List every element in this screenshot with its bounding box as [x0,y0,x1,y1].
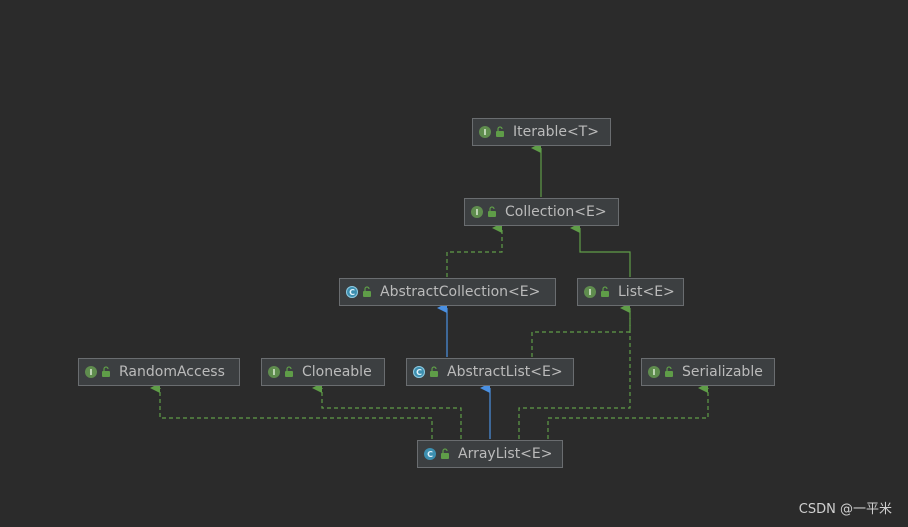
interface-icon: I [471,206,483,218]
node-label: Collection<E> [505,204,607,220]
lock-open-icon [488,206,496,217]
interface-icon: I [648,366,660,378]
node-label: Serializable [682,364,763,380]
watermark: CSDN @一平米 [798,502,892,517]
interface-icon: I [85,366,97,378]
node-abstract-list[interactable]: C AbstractList<E> [406,358,574,386]
node-label: ArrayList<E> [458,446,553,462]
interface-icon: I [268,366,280,378]
edge-arraylist-cloneable [312,383,462,439]
node-iterable[interactable]: I Iterable<T> [472,118,611,146]
node-label: Cloneable [302,364,372,380]
node-label: RandomAccess [119,364,225,380]
abstract-class-icon: C [413,366,425,378]
node-cloneable[interactable]: I Cloneable [261,358,385,386]
lock-open-icon [285,366,293,377]
lock-open-icon [441,448,449,459]
node-list[interactable]: I List<E> [577,278,684,306]
lock-open-icon [496,126,504,137]
edge-arraylist-serializable [547,383,709,439]
edge-abstractcollection-collection [446,223,503,277]
interface-icon: I [479,126,491,138]
edge-arraylist-randomaccess [150,383,433,439]
node-abstract-collection[interactable]: C AbstractCollection<E> [339,278,556,306]
node-label: AbstractCollection<E> [380,284,541,300]
node-serializable[interactable]: I Serializable [641,358,775,386]
edge-abstractlist-list [531,303,631,357]
node-label: List<E> [618,284,675,300]
edge-arraylist-list [518,308,631,439]
node-random-access[interactable]: I RandomAccess [78,358,240,386]
class-icon: C [424,448,436,460]
lock-open-icon [665,366,673,377]
lock-open-icon [601,286,609,297]
node-label: AbstractList<E> [447,364,563,380]
edge-list-collection [570,223,631,277]
abstract-class-icon: C [346,286,358,298]
node-collection[interactable]: I Collection<E> [464,198,619,226]
interface-icon: I [584,286,596,298]
node-array-list[interactable]: C ArrayList<E> [417,440,563,468]
lock-open-icon [363,286,371,297]
node-label: Iterable<T> [513,124,599,140]
lock-open-icon [430,366,438,377]
lock-open-icon [102,366,110,377]
